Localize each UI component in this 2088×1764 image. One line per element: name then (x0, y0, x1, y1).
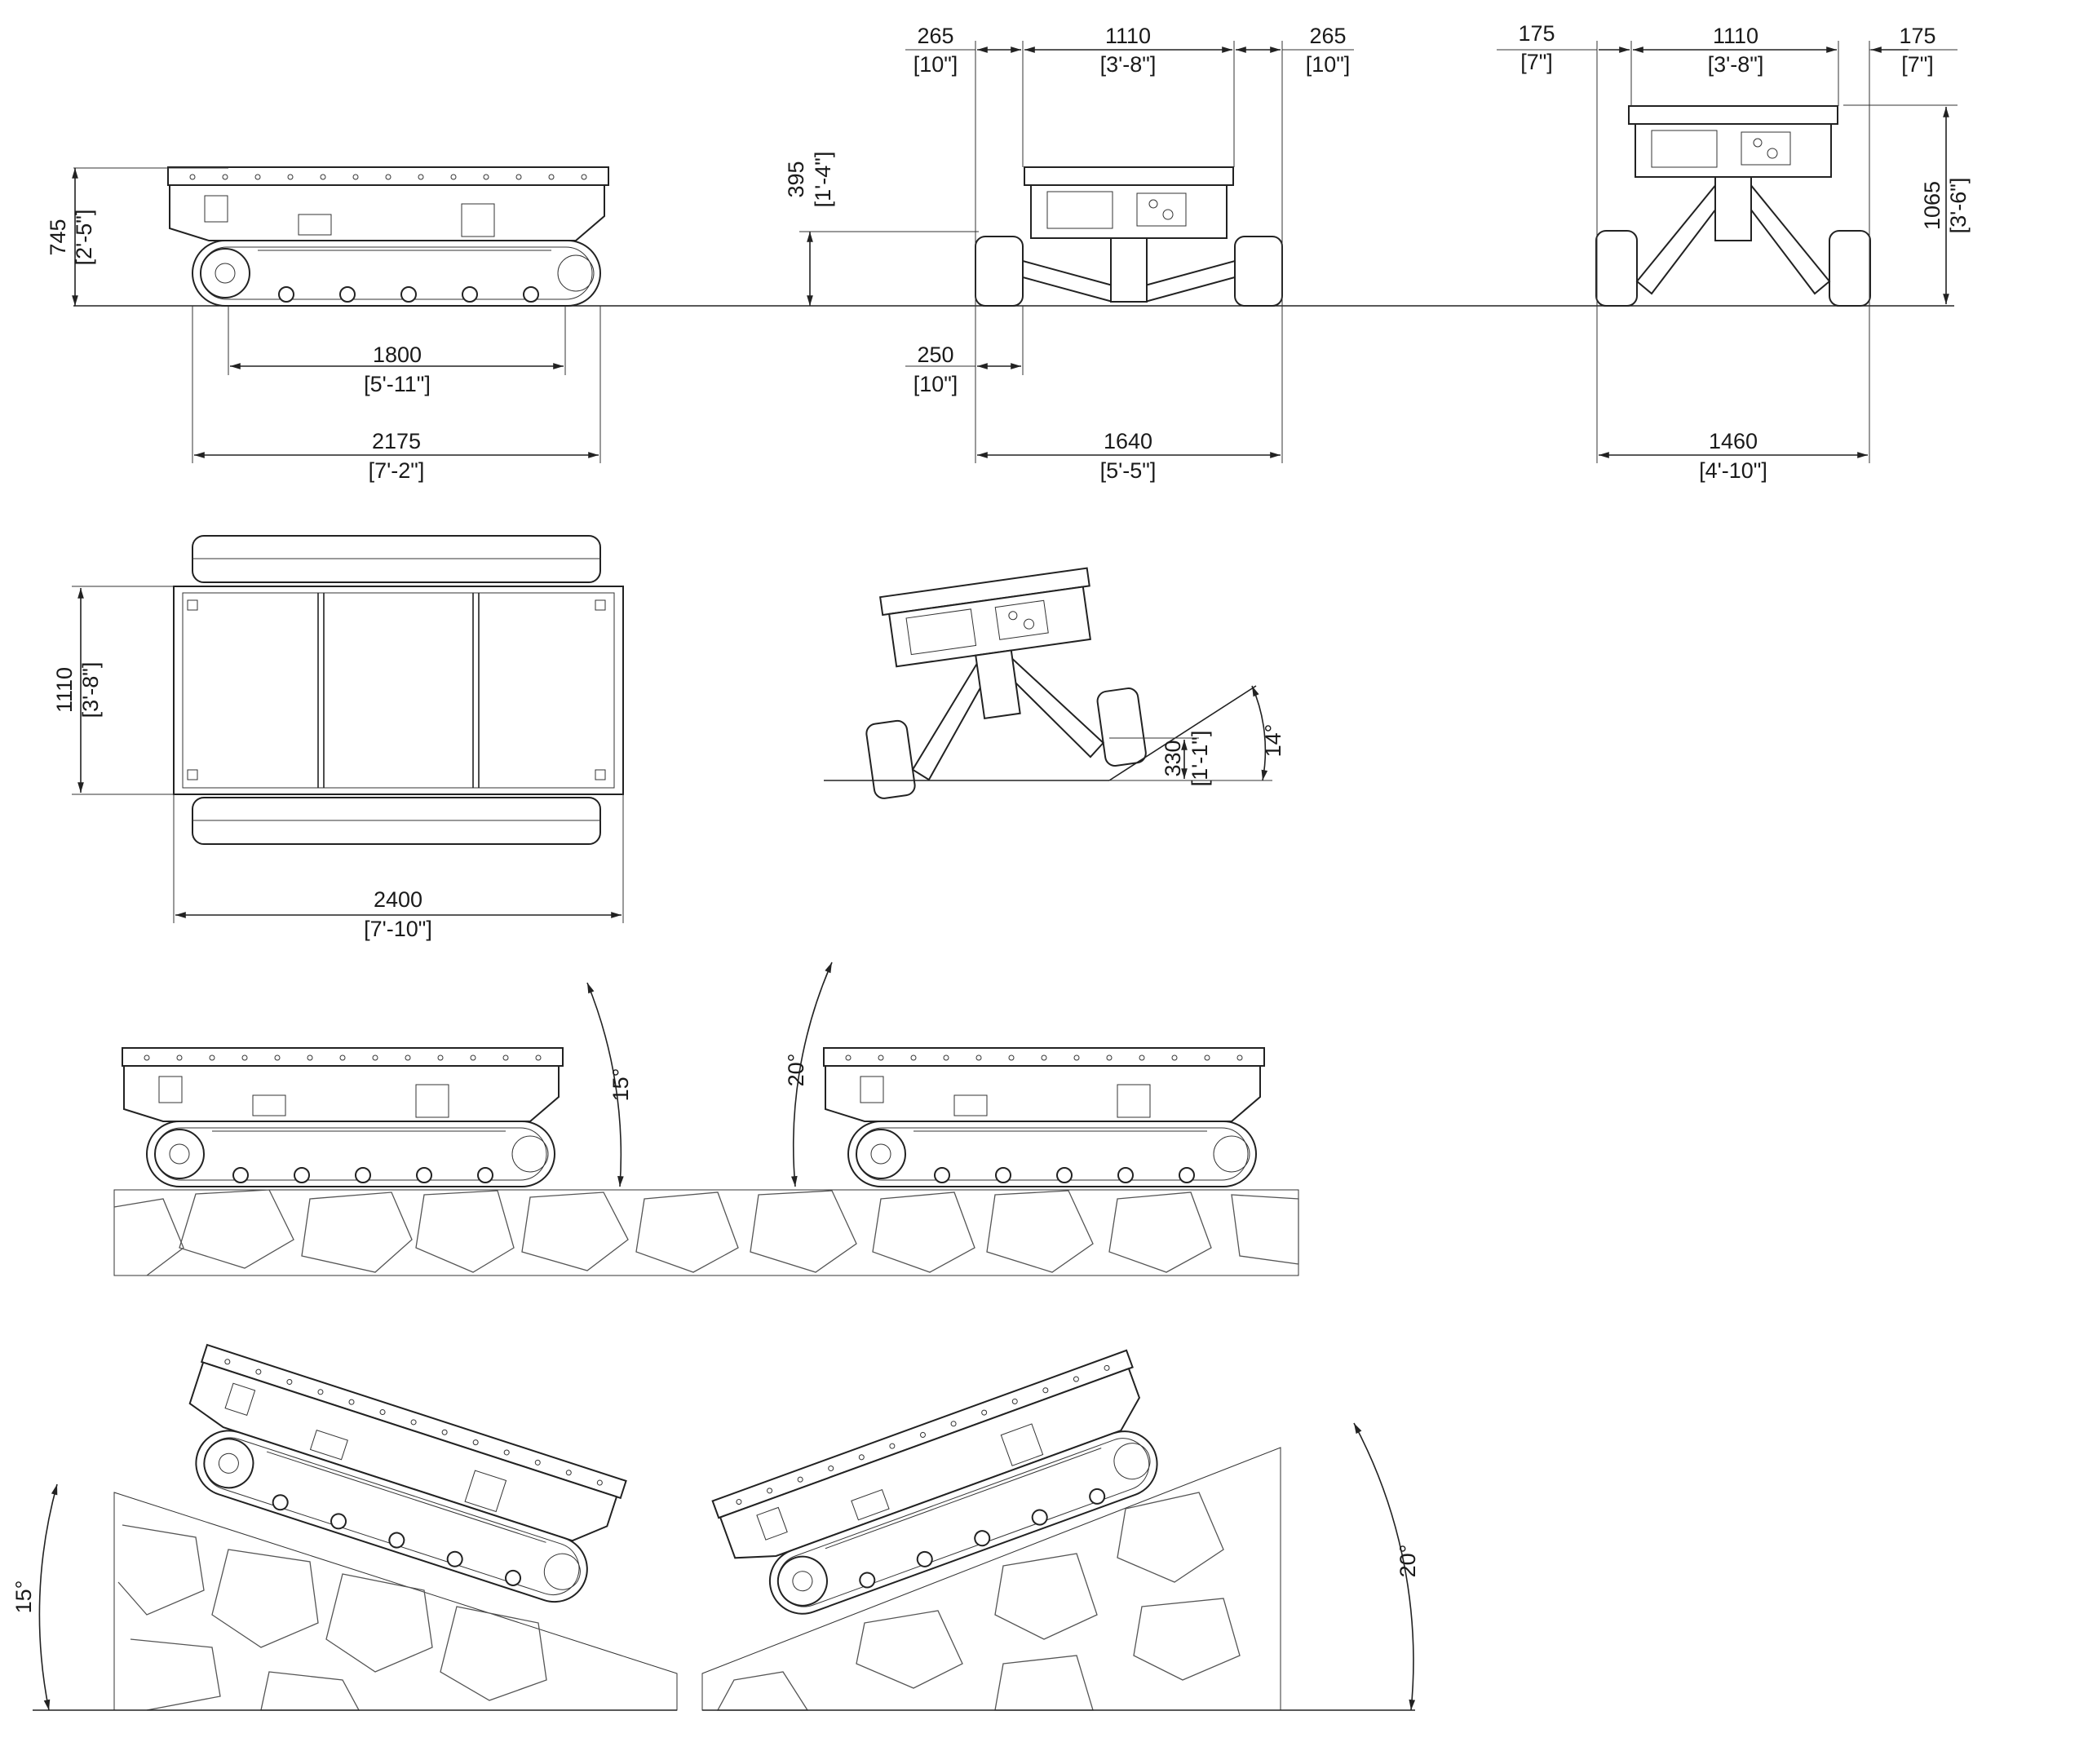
rear-right-offset-imperial: [7"] (1901, 52, 1934, 77)
side-view: 745 [2'-5"] 1800 [5'-11"] 2175 [7'-2"] 3… (46, 152, 979, 483)
overall-length-mm: 2175 (372, 429, 421, 453)
front-view: 265 [10"] 1110 [3'-8"] 265 [10"] 250 [10… (905, 24, 1354, 483)
top-length-mm: 2400 (374, 887, 422, 912)
tilt-forward-angle: 15° (608, 1068, 633, 1102)
step-imperial: [1'-1"] (1188, 731, 1212, 787)
vehicle-front-drawing (975, 166, 1283, 307)
rear-deck-width-imperial: [3'-8"] (1708, 52, 1764, 77)
front-right-offset-mm: 265 (1309, 24, 1346, 48)
deck-clearance-mm: 395 (784, 161, 808, 197)
rear-overall-width-mm: 1460 (1709, 429, 1758, 453)
front-left-offset-mm: 265 (917, 24, 953, 48)
rear-left-offset-mm: 175 (1518, 21, 1555, 46)
front-right-offset-imperial: [10"] (1306, 52, 1351, 77)
vehicle-rear-drawing (1595, 105, 1871, 307)
deck-clearance-imperial: [1'-4"] (811, 152, 835, 208)
downhill-angle: 15° (11, 1581, 36, 1614)
tilt-views: 15° 20° (113, 962, 1299, 1276)
vehicle-tilt-backward-drawing (823, 1047, 1265, 1187)
overall-length-imperial: [7'-2"] (369, 458, 425, 483)
rear-overall-width-imperial: [4'-10"] (1699, 458, 1767, 483)
front-overall-width-mm: 1640 (1104, 429, 1152, 453)
ground-block (113, 1189, 1299, 1276)
vehicle-downhill-drawing (163, 1344, 627, 1614)
side-slope-angle: 14° (1261, 724, 1285, 758)
rear-deck-width-mm: 1110 (1713, 24, 1758, 48)
front-deck-width-imperial: [3'-8"] (1100, 52, 1157, 77)
vehicle-tilt-forward-drawing (122, 1047, 564, 1187)
top-width-mm: 1110 (52, 667, 77, 713)
rear-height-imperial: [3'-6"] (1946, 178, 1971, 234)
vehicle-side-drawing (167, 166, 609, 307)
front-deck-width-mm: 1110 (1105, 24, 1151, 48)
vehicle-on-step-drawing (847, 563, 1148, 801)
side-slope-view: 330 [1'-1"] 14° (824, 563, 1285, 801)
top-width-imperial: [3'-8"] (78, 662, 103, 718)
step-mm: 330 (1161, 740, 1185, 776)
track-width-imperial: [10"] (914, 372, 958, 396)
top-view: 1110 [3'-8"] 2400 [7'-10"] (52, 535, 624, 941)
height-mm: 745 (46, 219, 70, 255)
slope-line (1108, 685, 1257, 781)
track-width-mm: 250 (917, 343, 953, 367)
rear-right-offset-mm: 175 (1899, 24, 1935, 48)
rear-view-raised: 175 [7"] 1110 [3'-8"] 175 [7"] 1065 [3'-… (1497, 21, 1971, 483)
top-length-imperial: [7'-10"] (364, 917, 432, 941)
rear-height-mm: 1065 (1920, 181, 1944, 230)
deck-top (173, 586, 624, 795)
rear-left-offset-imperial: [7"] (1520, 50, 1553, 74)
vehicle-uphill-drawing (711, 1349, 1175, 1633)
front-left-offset-imperial: [10"] (914, 52, 958, 77)
track-contact-mm: 1800 (373, 343, 422, 367)
height-imperial: [2'-5"] (72, 210, 96, 266)
front-overall-width-imperial: [5'-5"] (1100, 458, 1157, 483)
tilt-backward-angle: 20° (784, 1054, 808, 1087)
uphill-angle: 20° (1396, 1545, 1420, 1578)
track-contact-imperial: [5'-11"] (364, 372, 431, 396)
slope-views: 15° 20° (11, 1344, 1420, 1711)
